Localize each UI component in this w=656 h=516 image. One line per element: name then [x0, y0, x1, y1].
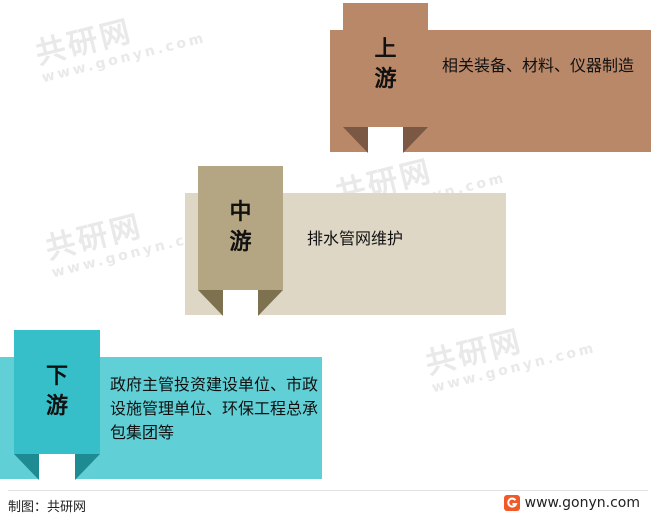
upstream-description: 相关装备、材料、仪器制造	[442, 56, 635, 75]
watermark-brand: 共研网	[31, 13, 137, 72]
gonyn-logo-icon	[503, 495, 520, 511]
downstream-description: 政府主管投资建设单位、市政设施管理单位、环保工程总承包集团等	[110, 375, 319, 442]
midstream-tab-char-2: 游	[229, 230, 252, 255]
upstream-tab-char-2: 游	[374, 67, 397, 92]
watermark-url: www.gonyn.com	[40, 29, 208, 87]
downstream-ribbon-tail	[14, 454, 100, 480]
upstream-tab: 上 游	[343, 3, 428, 127]
upstream-tab-char-1: 上	[374, 37, 397, 62]
watermark-url: www.gonyn.com	[430, 339, 598, 397]
footer-credit: 制图：共研网	[8, 500, 87, 515]
downstream-tab: 下 游	[14, 330, 100, 454]
upstream-ribbon-tail	[343, 127, 428, 153]
midstream-tab: 中 游	[198, 166, 283, 290]
watermark: 共研网 www.gonyn.com	[30, 0, 208, 86]
midstream-description: 排水管网维护	[307, 229, 404, 248]
midstream-ribbon-tail	[198, 290, 283, 316]
downstream-tab-char-1: 下	[45, 364, 68, 389]
midstream-tab-char-1: 中	[229, 200, 252, 225]
footer-site-url[interactable]: www.gonyn.com	[524, 495, 640, 511]
footer-site: www.gonyn.com	[503, 495, 640, 511]
footer-divider	[8, 490, 648, 491]
downstream-tab-char-2: 游	[45, 394, 68, 419]
